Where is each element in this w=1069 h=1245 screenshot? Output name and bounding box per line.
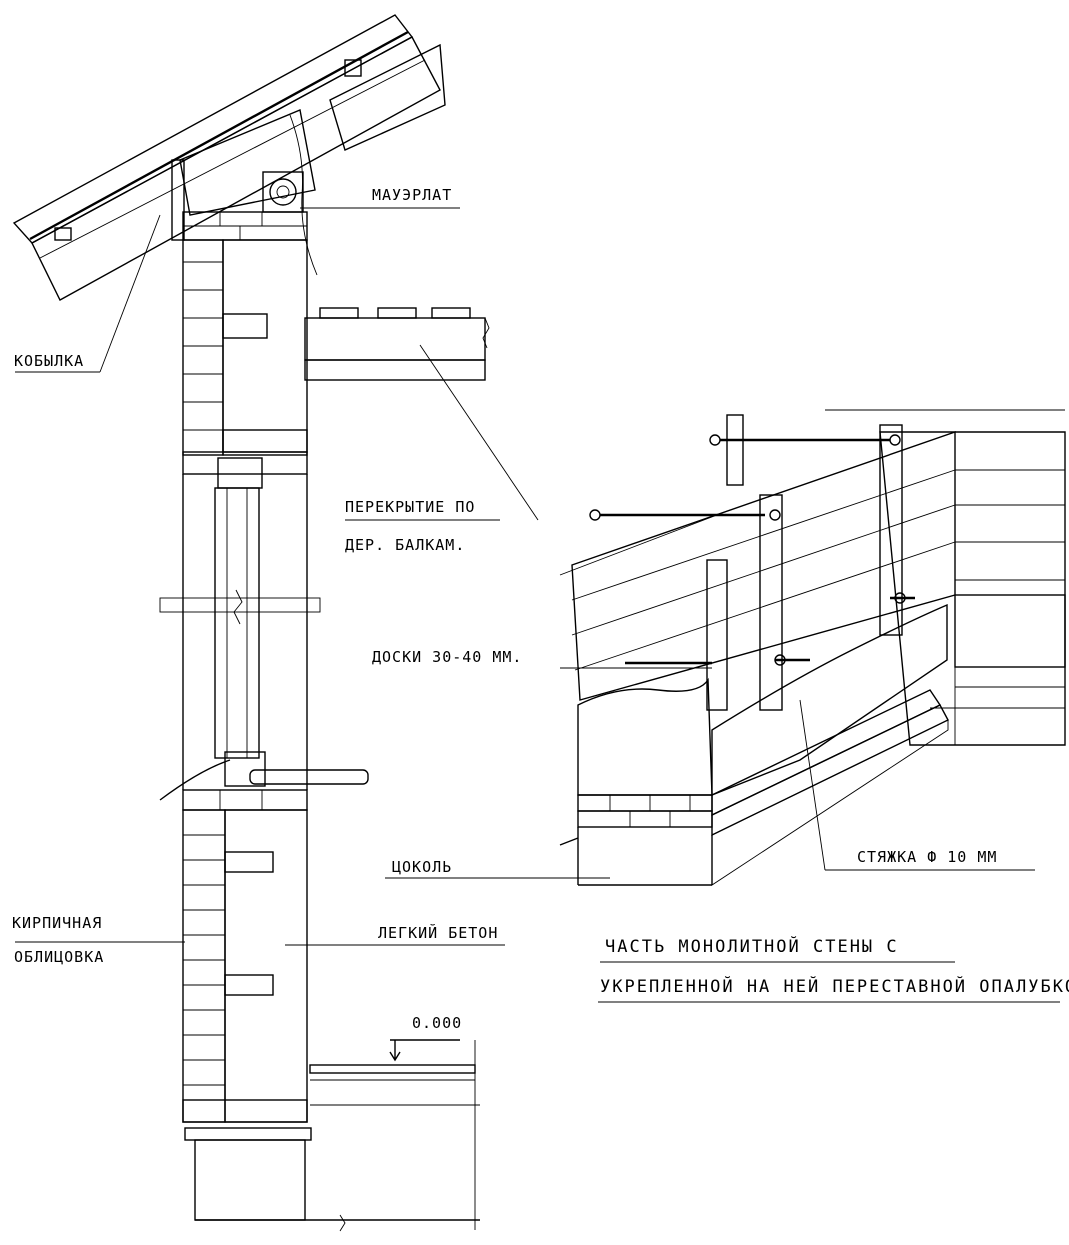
label-level: 0.000 [412, 1014, 462, 1032]
mauerlat-block [171, 109, 318, 276]
formwork-isometric [559, 409, 1066, 886]
label-tie-rod: СТЯЖКА Ф 10 ММ [857, 848, 997, 866]
leader-lines [15, 207, 610, 946]
caption-line2: УКРЕПЛЕННОЙ НА НЕЙ ПЕРЕСТАВНОЙ ОПАЛУБКОЙ [600, 975, 1069, 997]
label-kobylka: КОБЫЛКА [14, 352, 84, 370]
label-floor-line1: ПЕРЕКРЫТИЕ ПО [345, 498, 475, 516]
label-plinth: ЦОКОЛЬ [392, 858, 452, 876]
plinth-courses [559, 667, 1035, 886]
front-formwork [559, 414, 956, 711]
lower-wall [182, 789, 480, 1232]
upper-wall [182, 211, 308, 489]
label-light-concrete: ЛЕГКИЙ БЕТОН [378, 923, 498, 942]
label-boards: ДОСКИ 30-40 ММ. [372, 648, 522, 666]
tie-rods [589, 434, 915, 666]
wall-section [12, 14, 610, 1232]
label-brick-cladding-line2: ОБЛИЦОВКА [14, 948, 104, 966]
label-floor-line2: ДЕР. БАЛКАМ. [345, 536, 465, 554]
roof-slope [12, 14, 446, 301]
back-wall [825, 409, 1066, 746]
label-brick-cladding-line1: КИРПИЧНАЯ [12, 914, 102, 932]
concrete-infill [577, 603, 948, 797]
ground-floor [309, 1039, 480, 1230]
timber-floor [304, 307, 490, 381]
label-mauerlat: МАУЭРЛАТ [372, 186, 452, 204]
caption-line1: ЧАСТЬ МОНОЛИТНОЙ СТЕНЫ С [605, 935, 899, 957]
window-opening [159, 474, 369, 801]
